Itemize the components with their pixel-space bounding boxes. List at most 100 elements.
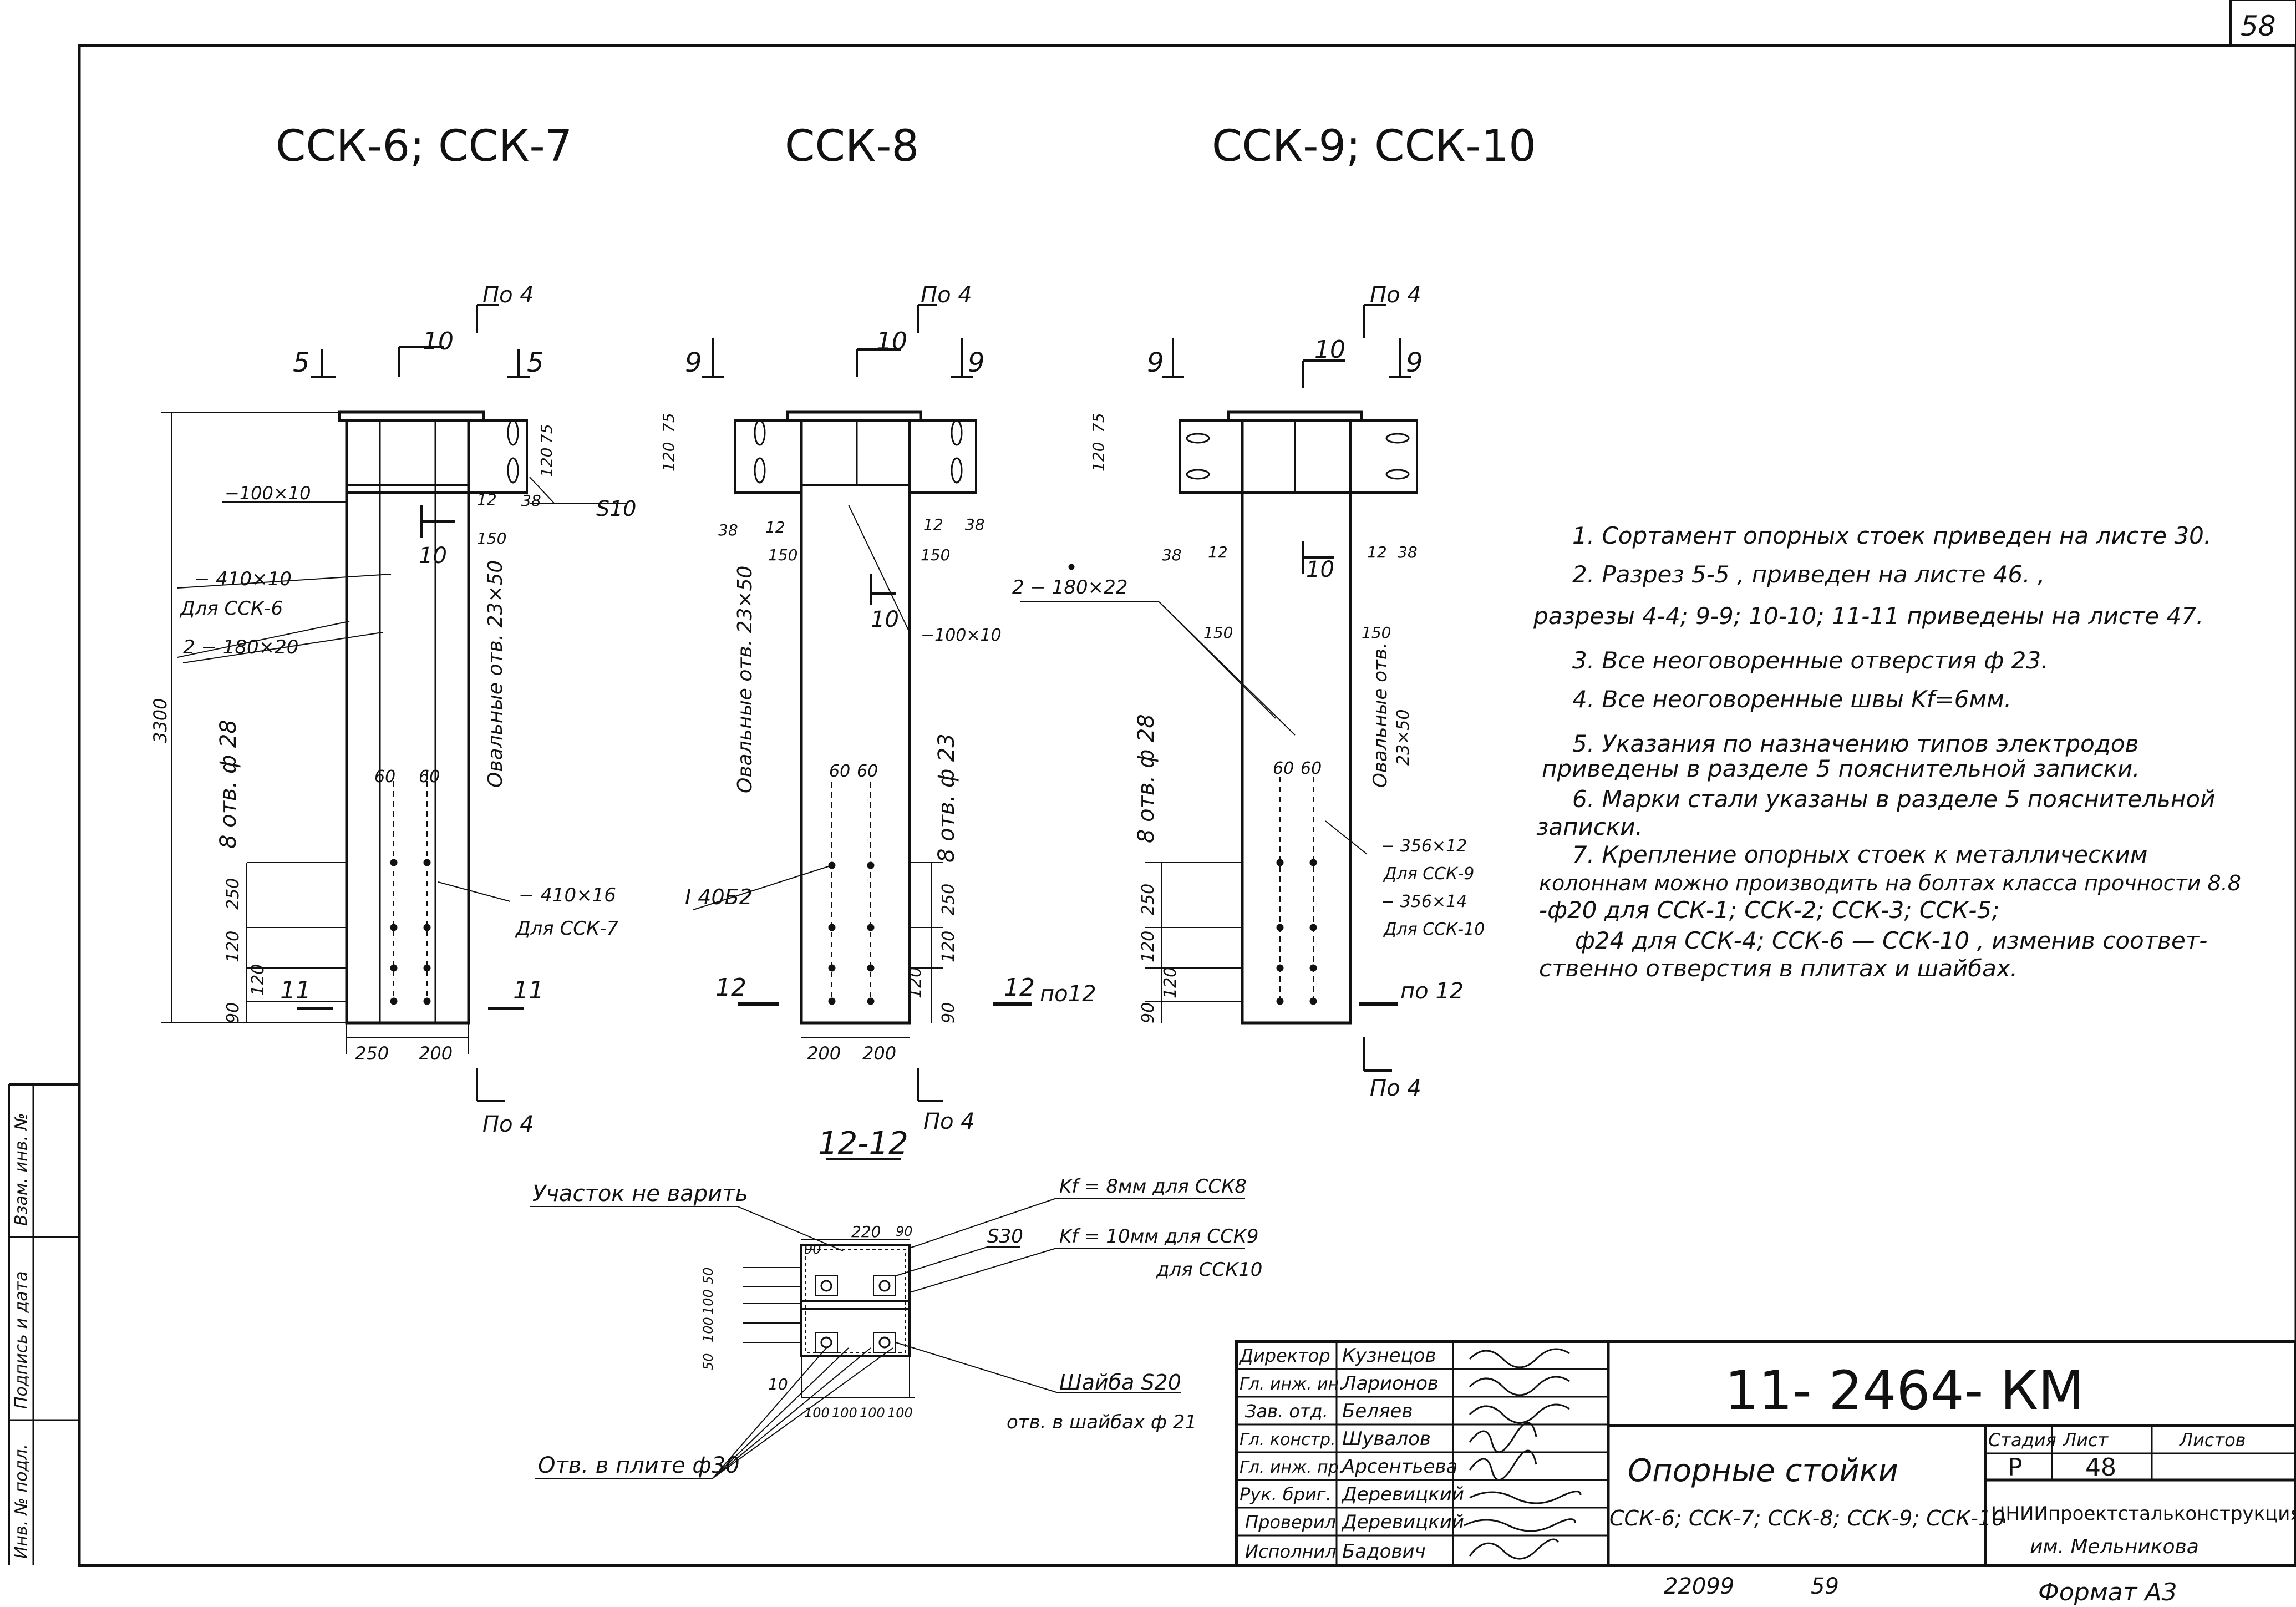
tb-org-line1: ЦНИИпроектстальконструкция bbox=[1991, 1503, 2296, 1525]
right-dim-75: 75 bbox=[1089, 413, 1108, 433]
left-plate-410x10: − 410×10 bbox=[194, 568, 292, 590]
section-12-dim-100f: 100 bbox=[887, 1405, 913, 1421]
tb-title-line2: ССК-6; ССК-7; ССК-8; ССК-9; ССК-10 bbox=[1609, 1506, 2005, 1530]
tb-name-1: Ларионов bbox=[1341, 1372, 1439, 1395]
left-holes-8: 8 отв. ф 28 bbox=[216, 719, 241, 849]
section-12-washer-holes: отв. в шайбах ф 21 bbox=[1007, 1411, 1197, 1433]
left-holes-oval: Овальные отв. 23×50 bbox=[484, 560, 507, 788]
mid-dim-120a: 120 bbox=[939, 931, 958, 962]
left-dim-height: 3300 bbox=[150, 698, 171, 743]
left-cut-11-left: 11 bbox=[280, 976, 311, 1005]
section-12-kf8: Kf = 8мм для ССК8 bbox=[1059, 1175, 1247, 1198]
mid-cut-12-right: 12 bbox=[1004, 974, 1035, 1002]
tb-stage-value: Р bbox=[2008, 1453, 2023, 1482]
mid-plate-100x10: −100×10 bbox=[921, 626, 1002, 645]
note-5: 5. Указания по назначению типов электрод… bbox=[1572, 730, 2138, 757]
left-weld-s10: S10 bbox=[596, 496, 636, 521]
mid-cut-9-left: 9 bbox=[685, 347, 702, 378]
right-ref-bottom: По 4 bbox=[1370, 1076, 1421, 1101]
right-dim-120a: 120 bbox=[1139, 931, 1158, 962]
note-7e: ственно отверстия в плитах и шайбах. bbox=[1539, 955, 2018, 982]
left-for-ssk7: Для ССК-7 bbox=[515, 917, 618, 940]
left-dim-60b: 60 bbox=[419, 767, 440, 787]
section-12-washer: Шайба S20 bbox=[1059, 1370, 1181, 1395]
middle-column-drawing bbox=[693, 304, 1032, 1102]
tb-name-0: Кузнецов bbox=[1342, 1345, 1436, 1367]
left-dim-60a: 60 bbox=[374, 767, 395, 787]
left-plate-2-180x20: 2 − 180×20 bbox=[183, 636, 298, 658]
margin-sign-date: Подпись и дата bbox=[12, 1271, 31, 1410]
right-dim-60a: 60 bbox=[1273, 759, 1294, 778]
mid-ref-bottom: По 4 bbox=[923, 1109, 975, 1134]
mid-ref-12: по12 bbox=[1040, 981, 1096, 1007]
tb-role-0: Директор bbox=[1238, 1345, 1330, 1366]
right-cut-10-mid: 10 bbox=[1306, 557, 1334, 582]
note-6: 6. Марки стали указаны в разделе 5 поясн… bbox=[1572, 785, 2215, 813]
right-holes-oval2: 23×50 bbox=[1394, 709, 1413, 766]
left-column-labels: 5 5 10 По 4 75 120 S10 12 38 −100×10 10 … bbox=[150, 282, 636, 1137]
tb-drawing-code: 11- 2464- КМ bbox=[1725, 1360, 2084, 1422]
mid-dim-60b: 60 bbox=[857, 762, 878, 781]
footer-num-left: 22099 bbox=[1664, 1574, 1734, 1599]
section-12-dim-10: 10 bbox=[768, 1375, 788, 1393]
right-dim-120: 120 bbox=[1089, 442, 1108, 472]
section-12-dim-100e: 100 bbox=[860, 1405, 885, 1421]
left-dim-bottom-200: 200 bbox=[419, 1043, 453, 1064]
note-2b: разрезы 4-4; 9-9; 10-10; 11-11 приведены… bbox=[1533, 602, 2203, 630]
mid-dim-150a: 150 bbox=[768, 546, 797, 564]
right-dim-38a: 38 bbox=[1162, 546, 1182, 564]
note-5b: приведены в разделе 5 пояснительной запи… bbox=[1542, 755, 2140, 782]
mid-ref-top: По 4 bbox=[921, 282, 972, 308]
general-notes: 1. Сортамент опорных стоек приведен на л… bbox=[1533, 522, 2241, 982]
right-holes-8: 8 отв. ф 28 bbox=[1134, 714, 1159, 843]
right-for-ssk9: Для ССК-9 bbox=[1383, 864, 1474, 884]
view-title-right: ССК-9; ССК-10 bbox=[1212, 121, 1536, 171]
left-for-ssk6: Для ССК-6 bbox=[179, 597, 283, 620]
section-12-dim-100d: 100 bbox=[832, 1405, 857, 1421]
right-holes-oval: Овальные отв. bbox=[1369, 642, 1391, 788]
left-dim-120-top: 120 bbox=[537, 448, 556, 477]
section-12-dim-220: 220 bbox=[851, 1223, 881, 1241]
right-plate-356x12: − 356×12 bbox=[1381, 837, 1467, 856]
mid-dim-150b: 150 bbox=[921, 546, 950, 564]
left-cut-10-top: 10 bbox=[423, 327, 454, 356]
mid-holes-8: 8 отв. ф 23 bbox=[934, 733, 959, 863]
mid-dim-250: 250 bbox=[939, 884, 958, 915]
right-dim-150a: 150 bbox=[1203, 623, 1233, 642]
tb-title-line1: Опорные стойки bbox=[1628, 1453, 1898, 1489]
left-dim-bottom-250: 250 bbox=[355, 1043, 389, 1064]
mid-dim-38a: 38 bbox=[718, 521, 738, 539]
right-cut-10-top: 10 bbox=[1314, 336, 1345, 364]
right-dim-60b: 60 bbox=[1301, 759, 1322, 778]
mid-dim-90: 90 bbox=[939, 1002, 958, 1023]
mid-beam: I 40Б2 bbox=[685, 885, 753, 909]
left-dim-75: 75 bbox=[537, 424, 556, 444]
margin-replace-inv: Взам. инв. № bbox=[12, 1113, 31, 1226]
mid-dim-120b: 120 bbox=[906, 967, 925, 998]
left-plate-410x16: − 410×16 bbox=[519, 884, 616, 906]
left-dim-120-mid: 120 bbox=[223, 931, 243, 962]
margin-inv-no: Инв. № подл. bbox=[12, 1444, 31, 1559]
tb-name-5: Деревицкий bbox=[1341, 1483, 1464, 1505]
tb-name-6: Деревицкий bbox=[1341, 1511, 1464, 1533]
mid-dim-200a: 200 bbox=[807, 1043, 841, 1064]
right-ref-top: По 4 bbox=[1370, 282, 1421, 308]
section-12-labels: 12-12 Участок не варить Kf = 8мм для ССК… bbox=[532, 1126, 1262, 1478]
note-2: 2. Разрез 5-5 , приведен на листе 46. , bbox=[1572, 561, 2045, 588]
title-block-grid bbox=[1235, 1340, 2296, 1567]
tb-role-5: Рук. бриг. bbox=[1240, 1484, 1332, 1505]
mid-holes-oval: Овальные отв. 23×50 bbox=[734, 566, 756, 793]
left-ref-bottom: По 4 bbox=[482, 1112, 534, 1137]
tb-role-2: Зав. отд. bbox=[1245, 1401, 1328, 1422]
mid-dim-12b: 12 bbox=[923, 515, 943, 534]
mid-cut-12-left: 12 bbox=[715, 974, 746, 1002]
tb-role-6: Проверил bbox=[1245, 1512, 1336, 1533]
right-plate-356x14: − 356×14 bbox=[1381, 892, 1467, 911]
right-dim-150b: 150 bbox=[1362, 623, 1391, 642]
left-ref-top: По 4 bbox=[482, 282, 534, 308]
right-dim-12b: 12 bbox=[1367, 543, 1387, 561]
left-cut-10-mid: 10 bbox=[419, 543, 447, 569]
note-7: 7. Крепление опорных стоек к металлическ… bbox=[1572, 841, 2148, 868]
